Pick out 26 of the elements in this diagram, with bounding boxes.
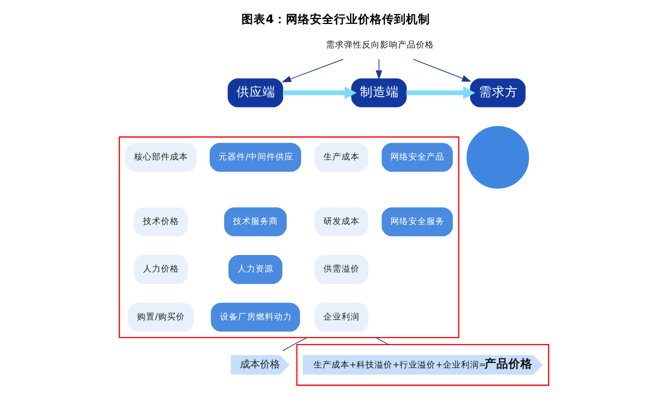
- node-box: 技术服务商: [224, 207, 287, 236]
- node-circle: [466, 126, 530, 189]
- cluster: [118, 136, 460, 338]
- node-box: 网络安全服务: [382, 207, 453, 236]
- node-box: 购置/购买价: [128, 302, 194, 332]
- arrow: [282, 58, 344, 82]
- arrow: [406, 86, 476, 100]
- connector: [376, 337, 389, 345]
- node-box: 网络安全产品: [382, 142, 453, 172]
- arrow: [282, 86, 357, 100]
- node-box: 人力资源: [228, 255, 282, 284]
- node-box: 制造端: [351, 78, 407, 108]
- node-box: 人力价格: [134, 255, 188, 284]
- node-box: 元器件/中间件供应: [210, 142, 302, 172]
- node-text: 需求弹性反向影响产品价格: [326, 40, 434, 50]
- arrow: [412, 58, 472, 82]
- node-box: 核心部件成本: [125, 142, 196, 172]
- diagram-title: 图表4：网络安全行业价格传到机制: [242, 12, 430, 26]
- node-box: 企业利润: [314, 302, 368, 332]
- cluster: [296, 344, 550, 386]
- arrow: [376, 58, 382, 80]
- node-box: 设备厂房燃料动力: [210, 302, 300, 332]
- node-box: 供需溢价: [314, 255, 368, 284]
- node-box: 需求方: [470, 78, 526, 108]
- node-box: 供应端: [228, 78, 284, 108]
- node-box: 技术价格: [134, 207, 188, 236]
